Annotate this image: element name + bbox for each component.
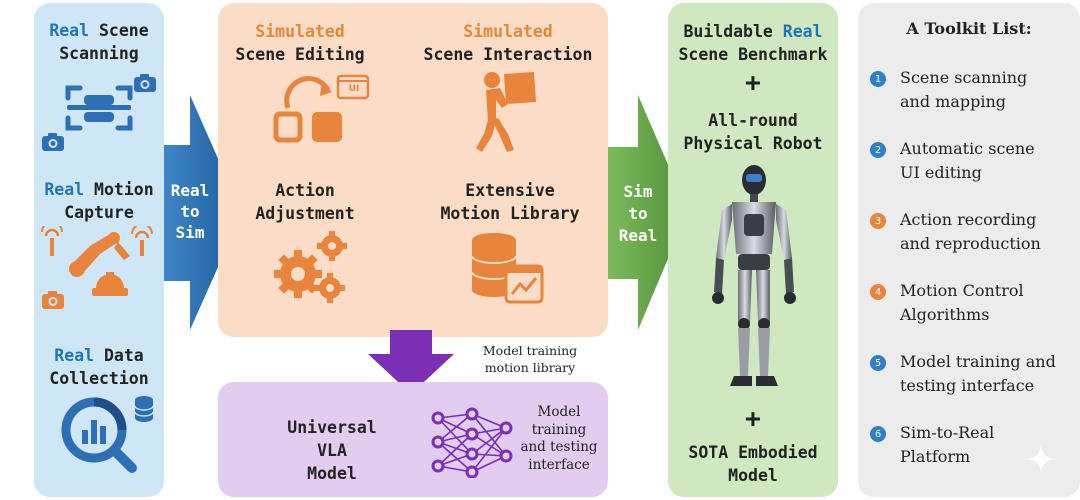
real-motion-capture-title: Real Motion Capture (44, 180, 154, 222)
number-badge: 3 (870, 213, 886, 229)
sota-model-title: SOTA Embodied Model (688, 443, 818, 485)
sim-to-real-label: Sim to Real (618, 182, 658, 245)
number-badge: 6 (870, 426, 886, 442)
extensive-motion-library-title: Extensive Motion Library (440, 181, 580, 223)
data-analysis-icon (61, 396, 154, 473)
training-down-arrow (368, 330, 454, 394)
humanoid-robot-illustration (712, 165, 796, 386)
vla-model-panel (218, 382, 608, 497)
vla-side-note: Model training and testing interface (520, 404, 598, 473)
scan-frame-icon (65, 85, 133, 131)
training-note: Model training motion library (482, 343, 578, 375)
database-chart-icon (471, 233, 544, 304)
plus-sign: + (745, 68, 761, 98)
benchmark-title: Buildable Real Scene Benchmark (678, 22, 828, 64)
real-scene-scanning-title: Real Scene Scanning (49, 21, 149, 63)
physical-robot-title: All-round Physical Robot (683, 111, 823, 153)
gears-icon (274, 231, 347, 303)
camera-icon (42, 133, 64, 151)
ui-badge: UI (348, 84, 360, 94)
real-to-sim-arrow (164, 95, 242, 330)
toolkit-title: A Toolkit List: (906, 19, 1032, 38)
robot-arm-icon (41, 226, 153, 296)
person-carrying-box-icon (476, 72, 536, 152)
real-data-collection-title: Real Data Collection (49, 346, 149, 388)
plus-sign: + (745, 404, 761, 434)
universal-vla-model-title: Universal VLA Model (287, 418, 377, 483)
real-to-sim-label: Real to Sim (170, 181, 210, 242)
number-badge: 1 (870, 71, 886, 87)
camera-icon (42, 291, 64, 309)
sim-to-real-arrow (608, 95, 688, 330)
toolkit-panel (858, 3, 1080, 497)
sparkle-icon (1026, 444, 1056, 474)
simulated-scene-interaction-title: Simulated Scene Interaction (423, 22, 593, 64)
neural-network-icon (431, 407, 513, 478)
number-badge: 4 (870, 284, 886, 300)
simulated-scene-editing-title: Simulated Scene Editing (235, 22, 365, 64)
camera-icon (134, 74, 156, 92)
number-badge: 5 (870, 355, 886, 371)
number-badge: 2 (870, 142, 886, 158)
scene-edit-icon (273, 74, 370, 143)
action-adjustment-title: Action Adjustment (255, 181, 355, 223)
